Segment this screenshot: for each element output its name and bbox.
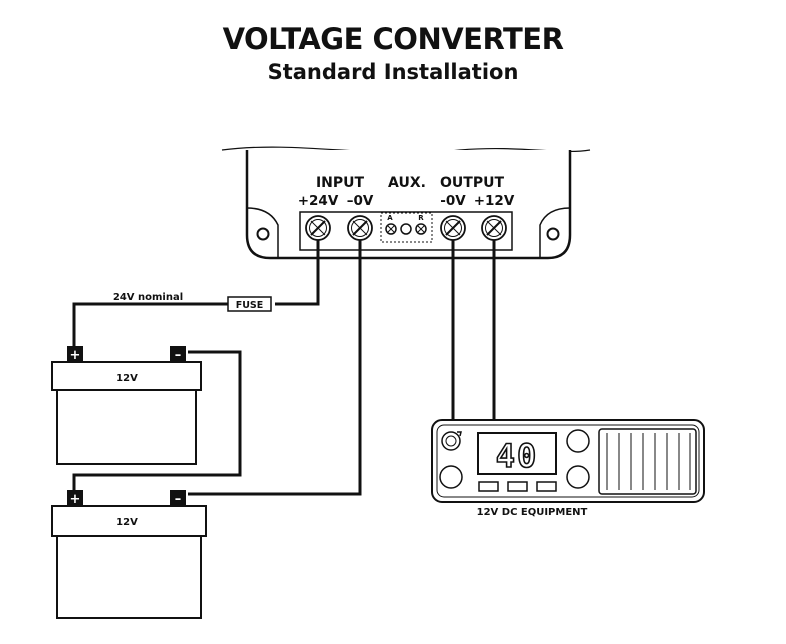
radio-button-1 [478, 481, 499, 492]
channel-display [477, 432, 557, 475]
knob-right-bottom-icon [566, 465, 590, 489]
mounting-hole-right [546, 227, 560, 241]
dc-equipment-radio [431, 419, 705, 503]
radio-button-3 [536, 481, 557, 492]
input-neg-label: –0V [347, 193, 374, 209]
fuse-label: FUSE [236, 300, 264, 311]
fuse-icon [227, 296, 272, 312]
battery-top-minus: – [175, 348, 182, 363]
battery-bottom-minus: – [175, 492, 182, 507]
diagram-title: VOLTAGE CONVERTER [222, 22, 564, 56]
battery-top-plus: + [70, 348, 81, 363]
terminal-input-pos-icon [305, 215, 331, 241]
radio-button-2 [507, 481, 528, 492]
terminal-input-neg-icon [347, 215, 373, 241]
input-label: INPUT [316, 175, 365, 191]
mounting-hole-left [256, 227, 270, 241]
input-pos-label: +24V [298, 193, 339, 209]
battery-bottom [51, 490, 207, 619]
nominal-voltage-label: 24V nominal [113, 292, 183, 303]
knob-lower-icon [439, 465, 463, 489]
wire-input-neg [188, 240, 362, 496]
wire-battery-pos [72, 302, 228, 347]
battery-top [51, 346, 202, 465]
wire-battery-link [72, 350, 242, 494]
aux-a-label: A [387, 214, 393, 222]
aux-label: AUX. [388, 175, 426, 191]
diagram-subtitle: Standard Installation [267, 60, 519, 84]
battery-bottom-label: 12V [116, 517, 138, 528]
speaker-grille [598, 428, 697, 495]
battery-bottom-plus: + [70, 492, 81, 507]
terminal-output-pos-icon [481, 215, 507, 241]
knob-icon [441, 431, 462, 451]
aux-r-label: R [418, 214, 424, 222]
output-neg-label: -0V [440, 193, 466, 209]
wire-input-pos [275, 240, 320, 306]
output-label: OUTPUT [440, 175, 504, 191]
terminal-output-neg-icon [440, 215, 466, 241]
wires [72, 240, 496, 496]
equipment-label: 12V DC EQUIPMENT [477, 507, 588, 518]
aux-connector-icon [380, 212, 433, 243]
battery-top-label: 12V [116, 373, 138, 384]
channel-display-text: 40 [496, 437, 539, 475]
output-pos-label: +12V [474, 193, 515, 209]
knob-right-top-icon [566, 429, 590, 453]
